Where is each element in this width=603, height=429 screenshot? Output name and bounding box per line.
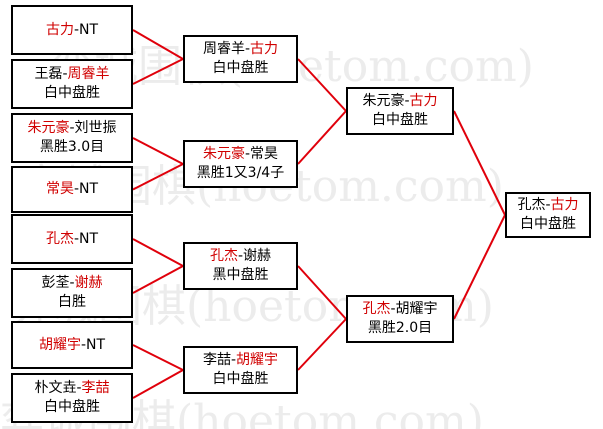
player-name: 谢赫 <box>74 275 103 291</box>
match-box-round1-3: 朱元豪-刘世振 黑胜3.0目 <box>11 113 133 163</box>
player-name: 古力 <box>250 41 279 57</box>
result-text: 黑胜2.0目 <box>367 320 433 336</box>
player-name: -NT <box>73 181 99 197</box>
player-name: 胡耀宇 <box>38 336 81 353</box>
match-line: 李喆-胡耀宇 <box>203 351 278 370</box>
player-name: 彭荃- <box>41 275 75 291</box>
player-name: 孔杰 <box>362 301 391 317</box>
match-result: 白中盘胜 <box>44 84 100 103</box>
match-box-round2-2: 朱元豪-常昊 黑胜1又3/4子 <box>183 140 298 188</box>
match-line: 常昊-NT <box>46 180 98 199</box>
match-line: 王磊-周睿羊 <box>34 65 109 84</box>
match-result: 白胜 <box>58 293 86 312</box>
bracket-connector <box>132 238 184 267</box>
player-name: 古力 <box>45 21 74 38</box>
match-box-final: 孔杰-古力 白中盘胜 <box>505 192 591 238</box>
player-name: 孔杰- <box>517 197 551 213</box>
match-result: 黑胜1又3/4子 <box>197 164 284 183</box>
bracket-connector <box>132 29 184 60</box>
player-name: -NT <box>80 336 106 353</box>
match-result: 黑胜3.0目 <box>40 138 104 157</box>
bracket-connector <box>132 265 184 294</box>
player-name: 朱元豪 <box>27 120 70 136</box>
result-text: 黑胜1又3/4子 <box>196 165 285 181</box>
player-name: 周睿羊- <box>202 41 251 57</box>
result-text: 白中盘胜 <box>520 216 576 232</box>
match-line: 胡耀宇-NT <box>39 336 105 355</box>
player-name: 孔杰 <box>45 230 74 247</box>
match-line: 朱元豪-刘世振 <box>27 119 116 138</box>
bracket-connector <box>132 369 184 399</box>
bracket-connector <box>453 110 506 216</box>
player-name: 朱元豪- <box>362 93 410 109</box>
match-line: 孔杰-胡耀宇 <box>362 300 437 319</box>
bracket-connector <box>297 318 347 371</box>
bracket-connector <box>297 265 347 320</box>
result-text: 黑胜3.0目 <box>39 139 105 155</box>
match-line: 朱元豪-古力 <box>362 92 437 111</box>
match-line: 朱元豪-常昊 <box>203 145 278 164</box>
match-line: 彭荃-谢赫 <box>41 274 102 293</box>
result-text: 白中盘胜 <box>212 371 269 387</box>
match-box-round2-4: 李喆-胡耀宇 白中盘胜 <box>183 346 298 394</box>
result-text: 白胜 <box>58 294 86 310</box>
match-box-round1-4: 常昊-NT <box>11 166 133 213</box>
match-line: 朴文垚-李喆 <box>34 379 109 398</box>
bracket-connector <box>132 163 184 191</box>
player-name: 胡耀宇 <box>236 352 279 368</box>
player-name: 王磊- <box>34 66 68 82</box>
match-result: 黑胜2.0目 <box>368 319 432 338</box>
player-name: 李喆- <box>202 352 237 368</box>
match-line: 孔杰-谢赫 <box>210 247 271 266</box>
match-line: 周睿羊-古力 <box>203 40 278 59</box>
match-box-round1-1: 古力-NT <box>11 5 133 55</box>
player-name: -常昊 <box>244 146 279 162</box>
bracket-connector <box>297 110 347 165</box>
match-result: 白中盘胜 <box>213 59 269 78</box>
player-name: 古力 <box>409 93 438 109</box>
player-name: 周睿羊 <box>67 66 110 82</box>
player-name: -NT <box>73 21 99 38</box>
match-box-round1-8: 朴文垚-李喆 白中盘胜 <box>11 373 133 423</box>
player-name: 古力 <box>550 197 579 213</box>
result-text: 白中盘胜 <box>372 112 428 128</box>
result-text: 黑中盘胜 <box>212 267 269 283</box>
match-box-semifinal-2: 孔杰-胡耀宇 黑胜2.0目 <box>346 295 454 343</box>
player-name: -刘世振 <box>69 120 117 136</box>
player-name: -NT <box>73 230 99 247</box>
match-result: 白中盘胜 <box>520 215 576 234</box>
bracket-connector <box>132 137 184 165</box>
player-name: 朱元豪 <box>202 146 245 162</box>
player-name: 朴文垚- <box>34 380 82 396</box>
match-box-semifinal-1: 朱元豪-古力 白中盘胜 <box>346 87 454 135</box>
bracket-connector <box>297 58 347 112</box>
match-box-round2-3: 孔杰-谢赫 黑中盘胜 <box>183 242 298 290</box>
bracket-connector <box>132 344 184 371</box>
result-text: 白中盘胜 <box>212 60 269 76</box>
player-name: -谢赫 <box>237 248 272 264</box>
match-box-round2-1: 周睿羊-古力 白中盘胜 <box>183 35 298 83</box>
bracket-connector <box>132 58 184 85</box>
player-name: 常昊 <box>45 181 74 197</box>
match-box-round1-5: 孔杰-NT <box>11 214 133 264</box>
player-name: 李喆 <box>81 380 110 396</box>
bracket-connector <box>453 214 506 320</box>
match-box-round1-2: 王磊-周睿羊 白中盘胜 <box>11 59 133 109</box>
match-result: 白中盘胜 <box>372 111 428 130</box>
match-result: 白中盘胜 <box>213 370 269 389</box>
match-line: 古力-NT <box>46 21 98 40</box>
match-line: 孔杰-古力 <box>517 196 578 215</box>
player-name: 孔杰 <box>209 248 238 264</box>
player-name: -胡耀宇 <box>390 301 438 317</box>
match-box-round1-7: 胡耀宇-NT <box>11 321 133 369</box>
result-text: 白中盘胜 <box>44 85 100 101</box>
match-result: 白中盘胜 <box>44 398 100 417</box>
match-result: 黑中盘胜 <box>213 266 269 285</box>
match-line: 孔杰-NT <box>46 230 98 249</box>
match-box-round1-6: 彭荃-谢赫 白胜 <box>11 268 133 318</box>
result-text: 白中盘胜 <box>44 399 100 415</box>
